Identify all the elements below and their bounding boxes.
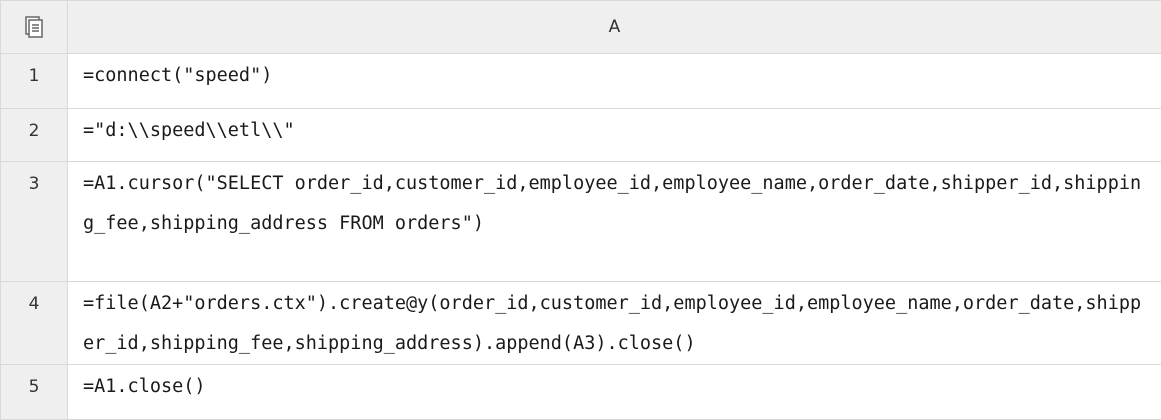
- row-number: 3: [1, 162, 67, 204]
- row-number: 1: [1, 54, 67, 96]
- row-header-1[interactable]: 1: [1, 54, 68, 109]
- row-number: 4: [1, 282, 67, 324]
- row-number: 2: [1, 109, 67, 151]
- cell-a2[interactable]: ="d:\\speed\\etl\\": [68, 109, 1161, 162]
- cell-a3[interactable]: =A1.cursor("SELECT order_id,customer_id,…: [68, 162, 1161, 282]
- row-header-4[interactable]: 4: [1, 282, 68, 365]
- cell-a1[interactable]: =connect("speed"): [68, 54, 1161, 109]
- sheet-icon: [24, 15, 44, 39]
- row-number: 5: [1, 365, 67, 407]
- cell-a5[interactable]: =A1.close(): [68, 365, 1161, 420]
- cell-a4[interactable]: =file(A2+"orders.ctx").create@y(order_id…: [68, 282, 1161, 365]
- select-all-corner[interactable]: [1, 1, 68, 54]
- row-header-3[interactable]: 3: [1, 162, 68, 282]
- row-header-2[interactable]: 2: [1, 109, 68, 162]
- column-header-a[interactable]: A: [68, 1, 1161, 54]
- row-header-5[interactable]: 5: [1, 365, 68, 420]
